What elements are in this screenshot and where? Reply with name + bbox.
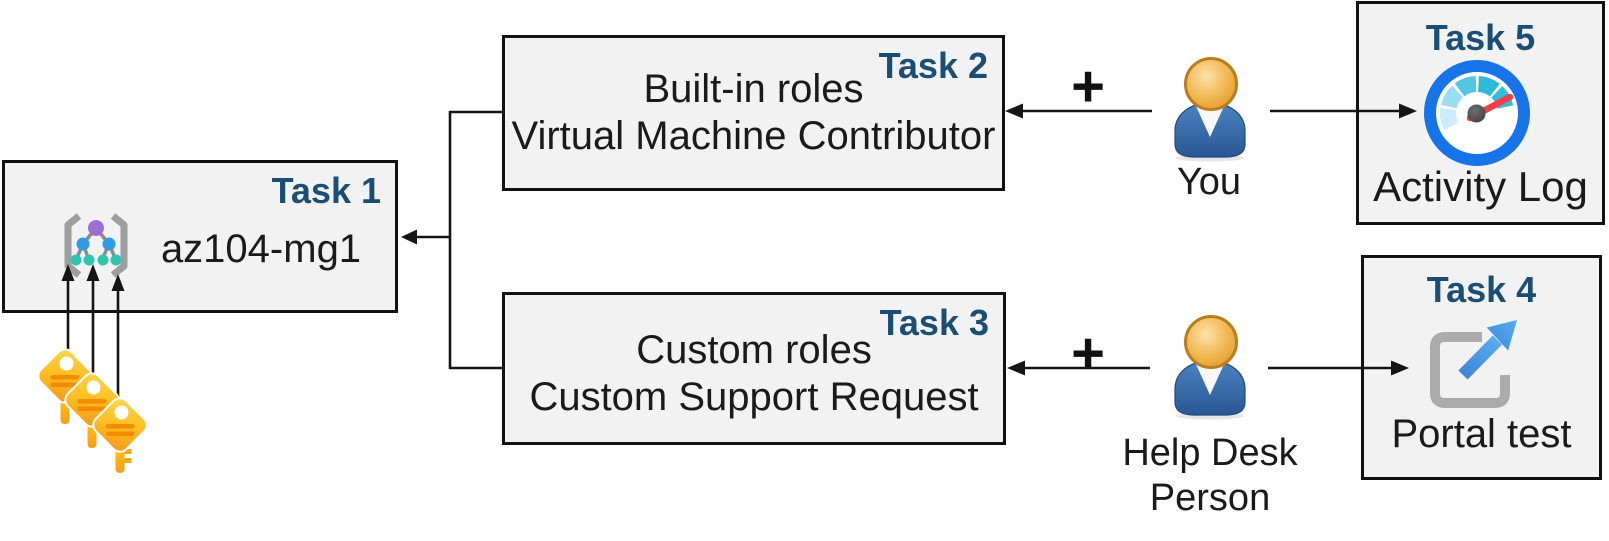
management-group-icon [64, 213, 128, 278]
task4-label: Task 4 [1426, 269, 1537, 310]
task1-box: Task 1 az104-mg1 [2, 160, 398, 313]
task5-caption: Activity Log [1373, 163, 1588, 210]
task3-line2: Custom Support Request [529, 374, 979, 419]
task2-line1: Built-in roles [643, 67, 864, 111]
help-desk-label: Help Desk Person [1100, 431, 1320, 521]
plus-sign-top: + [1071, 54, 1105, 119]
help-desk-label-line1: Help Desk [1122, 432, 1298, 474]
task3-box: Task 3 Custom roles Custom Support Reque… [502, 292, 1006, 445]
you-label: You [1176, 161, 1242, 203]
task2-label: Task 2 [878, 45, 988, 86]
person-icon-you [1173, 57, 1247, 162]
task1-label: Task 1 [271, 170, 381, 211]
portal-external-link-icon [1430, 320, 1517, 408]
task2-box: Task 2 Built-in roles Virtual Machine Co… [502, 35, 1005, 191]
key-icons [37, 348, 148, 475]
person-icon-help-desk [1173, 315, 1247, 420]
bracket-connector [401, 110, 503, 370]
task4-caption: Portal test [1391, 412, 1572, 456]
task5-box: Task 5 Activity Log [1356, 1, 1605, 225]
task3-label: Task 3 [879, 302, 989, 343]
activity-log-gauge-icon [1424, 60, 1530, 166]
plus-sign-bottom: + [1071, 321, 1105, 386]
help-desk-label-line2: Person [1149, 477, 1271, 519]
task2-line2: Virtual Machine Contributor [511, 114, 996, 158]
task4-box: Task 4 Portal test [1361, 255, 1602, 480]
task3-line1: Custom roles [636, 327, 872, 372]
key-icon-3 [92, 397, 148, 475]
task5-label: Task 5 [1425, 17, 1536, 58]
task1-title: az104-mg1 [160, 227, 362, 271]
